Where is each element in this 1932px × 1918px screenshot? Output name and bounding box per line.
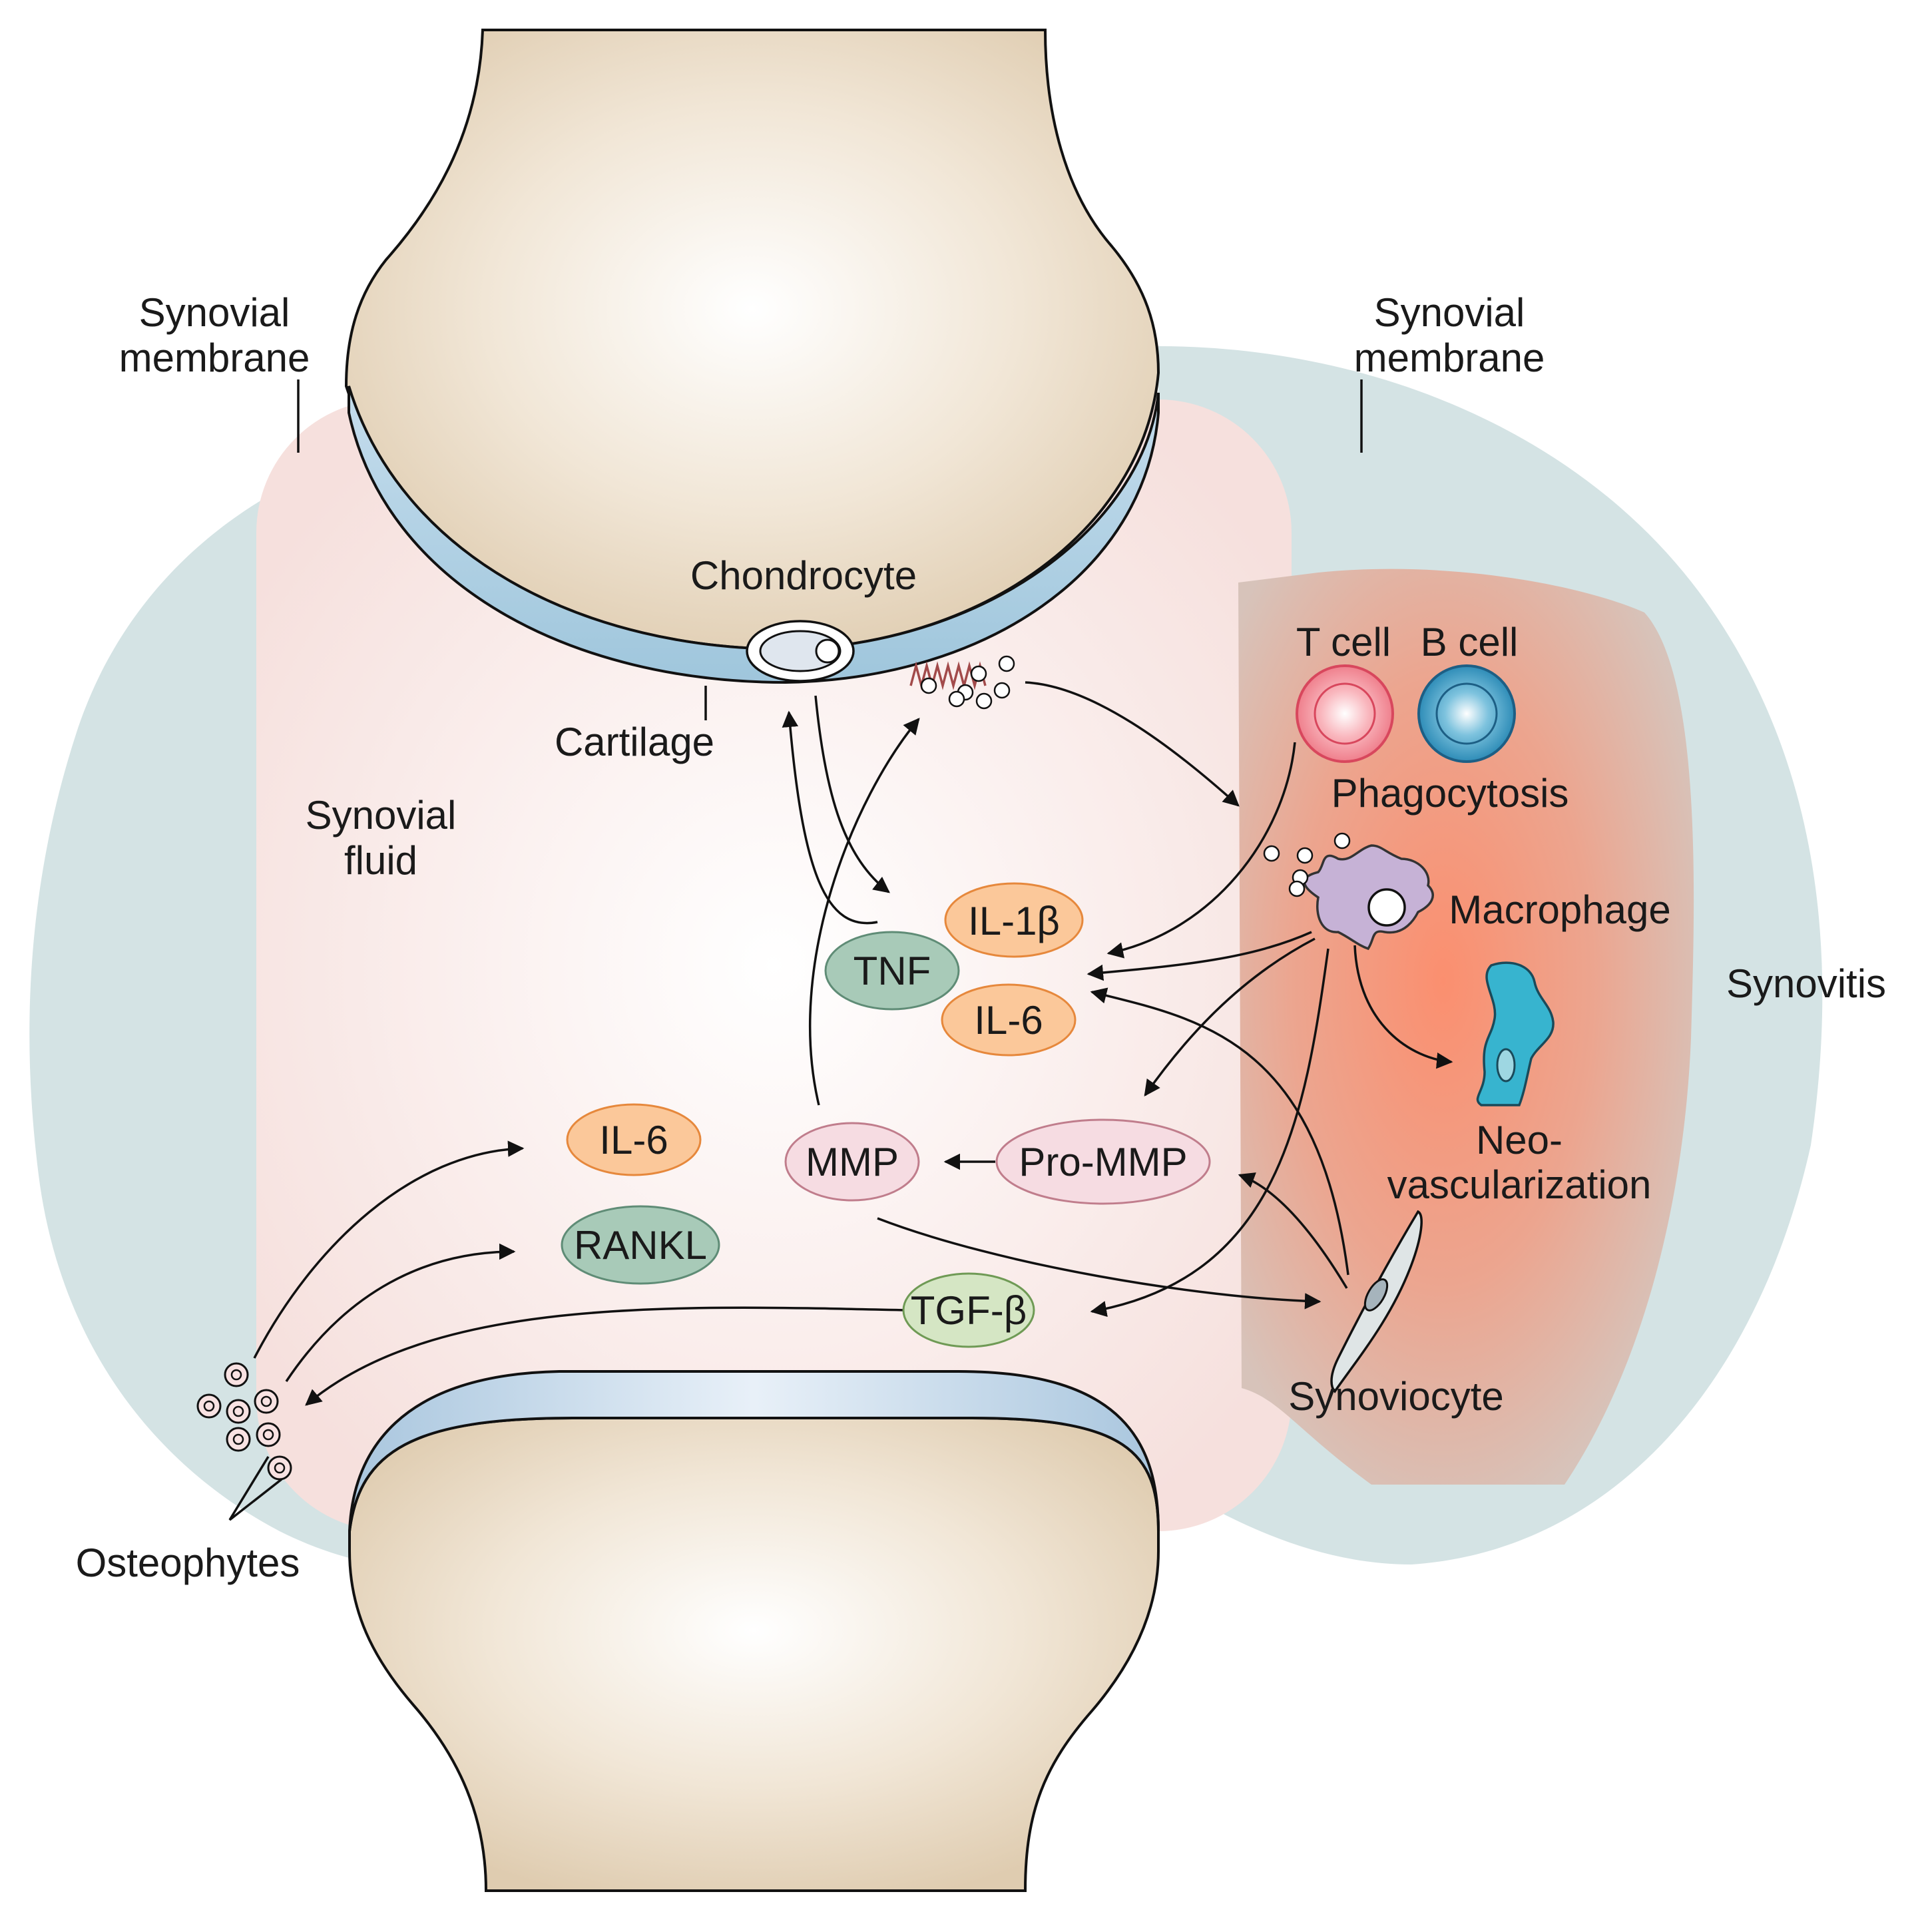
b-cell [1417, 664, 1516, 763]
pro-mmp-node: Pro-MMP [995, 1118, 1211, 1205]
il6-lower-node: IL-6 [566, 1103, 702, 1176]
rankl-node: RANKL [561, 1205, 720, 1285]
cartilage-debris [909, 655, 1015, 710]
synovial-membrane-left-label-2: membrane [119, 336, 310, 380]
tnf-label: TNF [853, 949, 931, 993]
synovial-membrane-right-label-1: Synovial [1374, 290, 1525, 335]
synovial-fluid-label-1: Synovial [306, 793, 457, 838]
t-cell-label: T cell [1296, 620, 1391, 664]
macrophage-label: Macrophage [1449, 887, 1671, 932]
il6-upper-label: IL-6 [974, 998, 1043, 1043]
tgfb-label: TGF-β [911, 1288, 1027, 1333]
mmp-node: MMP [784, 1122, 920, 1202]
neovascularization-label-1: Neo- [1476, 1118, 1563, 1162]
il1b-node: IL-1β [944, 882, 1084, 958]
upper-cartilage [348, 385, 1160, 684]
t-cell [1296, 664, 1394, 763]
lower-cartilage [348, 1370, 1160, 1532]
synovitis-region [1238, 569, 1694, 1485]
il6-lower-label: IL-6 [599, 1118, 668, 1162]
lower-bone [348, 1417, 1160, 1892]
cartilage-label: Cartilage [555, 720, 714, 764]
rankl-label: RANKL [574, 1223, 707, 1268]
il6-upper-node: IL-6 [941, 983, 1077, 1057]
osteophytes-label: Osteophytes [76, 1541, 300, 1585]
pathway-arrows [253, 681, 1453, 1406]
synovial-membrane-right-label-2: membrane [1354, 336, 1545, 380]
chondrocyte-cell [746, 620, 855, 682]
tgfb-node: TGF-β [902, 1272, 1035, 1348]
synoviocyte-label: Synoviocyte [1288, 1374, 1504, 1419]
chondrocyte-label: Chondrocyte [690, 553, 917, 598]
neovascular-cell [1476, 961, 1555, 1106]
mmp-label: MMP [806, 1140, 899, 1184]
synovial-fluid-label-2: fluid [344, 838, 417, 883]
phagocytosis-label: Phagocytosis [1331, 771, 1569, 816]
synoviocyte-cell [1330, 1210, 1423, 1393]
neovascularization-label-2: vascularization [1387, 1162, 1652, 1207]
pro-mmp-label: Pro-MMP [1019, 1140, 1187, 1184]
il1b-label: IL-1β [968, 899, 1060, 943]
osteophyte-cluster [196, 1362, 292, 1521]
macrophage-cell [1303, 844, 1434, 951]
synovitis-label: Synovitis [1726, 961, 1886, 1006]
phagocytosis-particles [1263, 832, 1351, 897]
tnf-node: TNF [824, 931, 960, 1011]
b-cell-label: B cell [1421, 620, 1519, 664]
synovial-membrane-left-label-1: Synovial [139, 290, 290, 335]
